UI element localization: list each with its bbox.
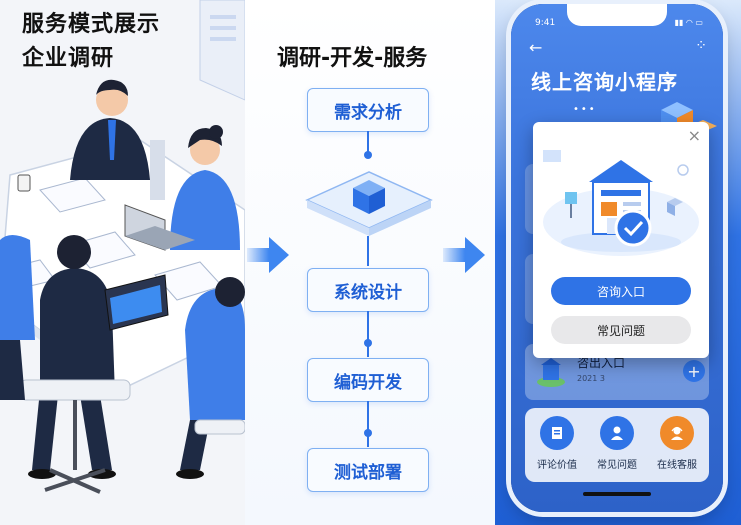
building-check-illustration [543,150,699,256]
step-system-design: 系统设计 [307,268,429,312]
app-title: 线上咨询小程序 [531,70,678,94]
nav-label: 在线客服 [657,460,697,471]
arrow-right-icon [465,237,485,273]
user-icon [600,416,634,450]
left-title-line1: 服务模式展示 [22,12,161,37]
phone-panel: 9:41 ▮▮ ◠ ▭ ← ⁘ 线上咨询小程序 ••• [495,0,741,525]
nav-label: 评论价值 [537,460,577,471]
arrow-right-icon [269,237,289,273]
step-testing: 测试部署 [307,448,429,492]
flow-dot [364,429,372,437]
add-icon[interactable]: + [683,360,705,382]
person-left [0,235,35,400]
person-right-bottom [176,277,245,479]
meeting-illustration [0,0,245,494]
phone-screen: 9:41 ▮▮ ◠ ▭ ← ⁘ 线上咨询小程序 ••• [511,4,723,512]
phone-mockup: 9:41 ▮▮ ◠ ▭ ← ⁘ 线上咨询小程序 ••• [511,4,723,512]
faq-button[interactable]: 常见问题 [551,316,691,344]
modal-dialog: × [533,122,709,358]
person-top [70,79,165,200]
bottom-nav: 评论价值 常见问题 在线客服 [525,408,709,482]
more-icon[interactable]: ⁘ [695,38,707,54]
flow-dot [364,339,372,347]
nav-label: 常见问题 [597,460,637,471]
arrow-tail-left [247,248,269,262]
entry-title: 咨出入口 [577,356,626,370]
page-dots-icon: ••• [573,104,597,115]
chair-front [19,379,131,494]
phone-notch [567,4,667,26]
step-requirements: 需求分析 [307,88,429,132]
close-icon[interactable]: × [687,126,701,145]
flow-dot [364,151,372,159]
person-woman [170,125,240,250]
entry-meta: 2021 3 [577,374,605,383]
platform-cube-icon [305,171,433,236]
consult-entry-button[interactable]: 咨询入口 [551,277,691,305]
back-arrow-icon[interactable]: ← [529,38,543,57]
document-icon [540,416,574,450]
background-document [199,0,245,101]
person-front [28,235,169,479]
step-coding: 编码开发 [307,358,429,402]
nav-item-support[interactable]: 在线客服 [647,416,707,471]
support-agent-icon [660,416,694,450]
arrow-tail-right [443,248,465,262]
left-title-line2: 企业调研 [22,46,115,71]
status-time: 9:41 [535,18,556,28]
process-heading: 调研-开发-服务 [277,46,428,71]
process-panel: 调研-开发-服务 需求分析 系统设计 编码开发 测试部署 [245,0,495,525]
status-icons: ▮▮ ◠ ▭ [674,18,703,27]
nav-item-faq[interactable]: 常见问题 [587,416,647,471]
laptop-right [124,204,195,251]
illustration-panel: 服务模式展示 企业调研 [0,0,245,525]
nav-item-review[interactable]: 评论价值 [527,416,587,471]
entry-illustration-icon [537,358,565,387]
home-indicator [583,492,651,496]
